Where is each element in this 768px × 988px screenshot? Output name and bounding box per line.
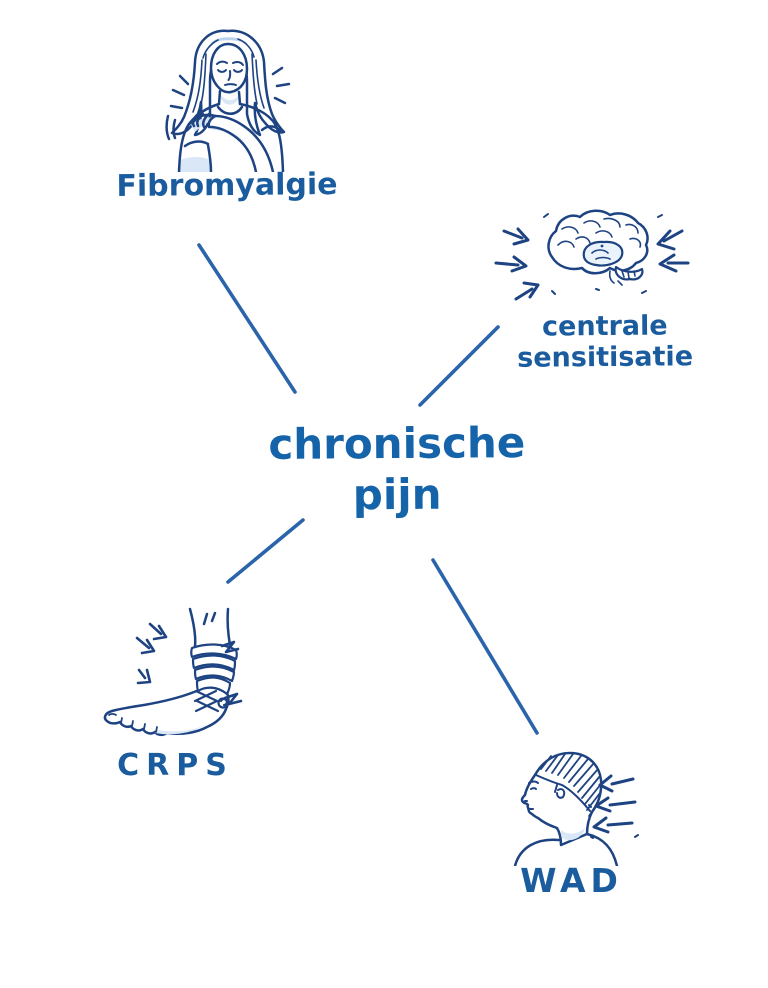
node-label-crps: CRPS <box>117 748 234 783</box>
node-centrale-sensitisatie <box>492 205 692 307</box>
head-whiplash-arrows-icon <box>513 751 639 866</box>
node-label-centrale-sensitisatie: centrale sensitisatie <box>485 310 726 374</box>
connector-line-centrale-sensitisatie <box>418 325 500 407</box>
bandaged-foot-icon <box>103 607 243 737</box>
node-wad <box>505 748 655 866</box>
connector-line-wad <box>431 558 539 735</box>
center-title: chronische pijn <box>197 417 598 522</box>
node-fibromyalgie <box>158 24 298 172</box>
connector-line-fibromyalgie <box>197 243 297 394</box>
center-title-line1: chronische <box>268 418 526 469</box>
node-label-centrale-line2: sensitisatie <box>517 341 694 374</box>
node-label-fibromyalgie: Fibromyalgie <box>116 167 338 204</box>
node-label-wad: WAD <box>520 861 623 900</box>
connector-line-crps <box>226 518 305 584</box>
woman-shoulder-pain-icon <box>165 29 291 172</box>
node-label-centrale-line1: centrale <box>541 310 668 343</box>
center-title-line2: pijn <box>352 469 442 520</box>
node-crps <box>95 606 255 746</box>
brain-stimuli-arrows-icon <box>494 209 690 301</box>
